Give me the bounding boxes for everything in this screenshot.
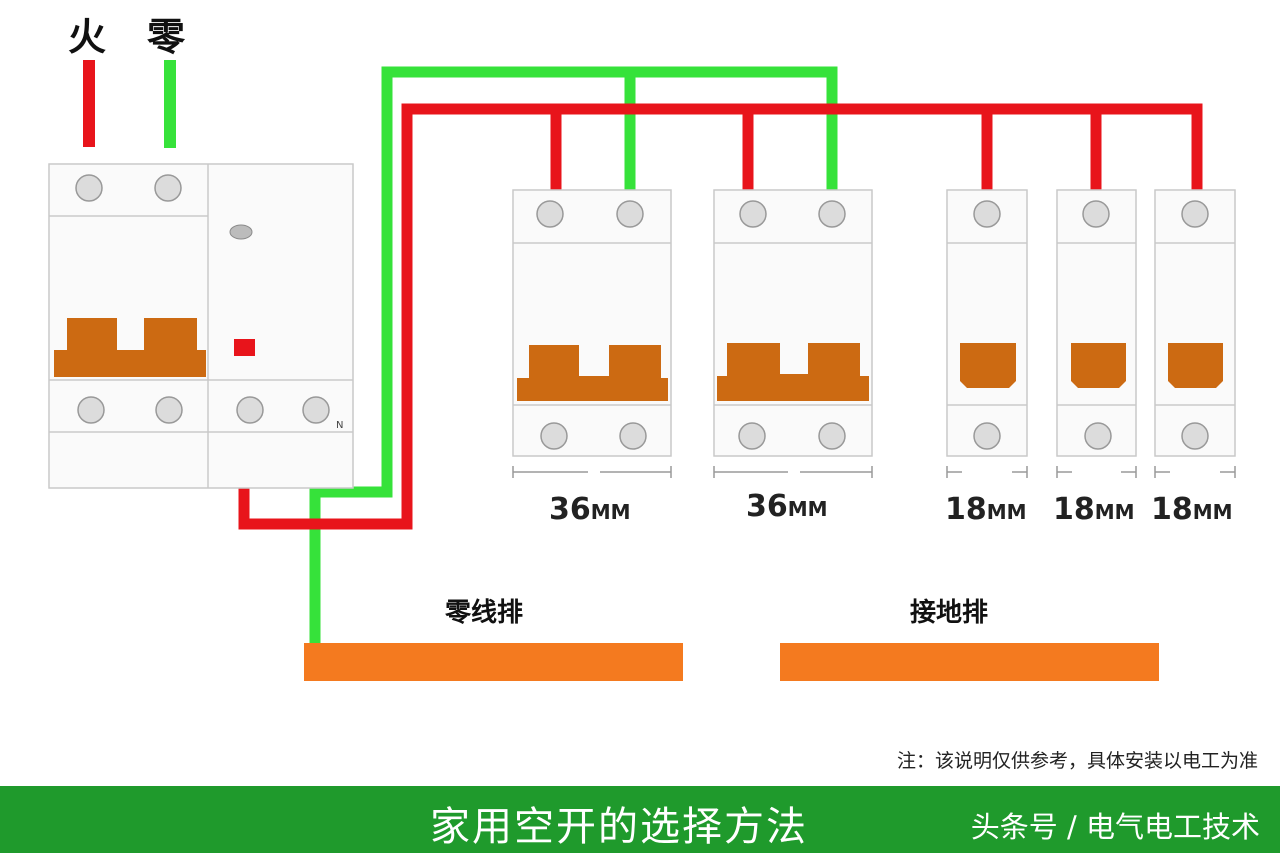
breaker-switch: [517, 345, 668, 401]
breaker-1p-1: [946, 189, 1028, 457]
dimension-markers: [512, 466, 1236, 478]
live-label: 火: [68, 15, 107, 59]
terminal-screw: [236, 396, 264, 424]
test-button-icon: [229, 224, 253, 240]
breaker-switch: [1168, 343, 1223, 388]
neutral-busbar-label: 零线排: [445, 598, 524, 628]
breaker-2p-2: [713, 189, 873, 457]
neutral-busbar: [304, 643, 683, 681]
footer-banner: 家用空开的选择方法 头条号 / 电气电工技术: [0, 786, 1280, 853]
terminal-screw: [154, 174, 182, 202]
neutral-label: 零: [147, 15, 186, 59]
breaker-switch: [1071, 343, 1126, 388]
main-breaker: N: [48, 163, 354, 489]
breaker-switch: [717, 343, 869, 401]
breaker-width-label: 36MM: [549, 492, 631, 527]
breaker-switch: [960, 343, 1016, 388]
terminal-screw: [155, 396, 183, 424]
breaker-width-label: 18MM: [945, 492, 1027, 527]
breaker-2p-1: [512, 189, 672, 457]
terminal-screw: [77, 396, 105, 424]
footer-source: 头条号 / 电气电工技术: [970, 810, 1260, 844]
fault-indicator: [234, 339, 255, 356]
neutral-terminal-label: N: [336, 420, 343, 431]
ground-busbar: [780, 643, 1159, 681]
main-breaker-switch: [54, 318, 206, 377]
ground-busbar-label: 接地排: [910, 598, 989, 628]
terminal-screw: [75, 174, 103, 202]
footer-title: 家用空开的选择方法: [430, 804, 808, 850]
terminal-screw: [302, 396, 330, 424]
breaker-width-label: 18MM: [1053, 492, 1135, 527]
breaker-1p-3: [1154, 189, 1236, 457]
breaker-width-label: 36MM: [746, 489, 828, 524]
wiring-diagram: N: [48, 60, 1236, 681]
breaker-width-label: 18MM: [1151, 492, 1233, 527]
breaker-1p-2: [1056, 189, 1137, 457]
disclaimer-note: 注：该说明仅供参考，具体安装以电工为准: [896, 750, 1258, 772]
live-wiring: [238, 103, 1203, 530]
